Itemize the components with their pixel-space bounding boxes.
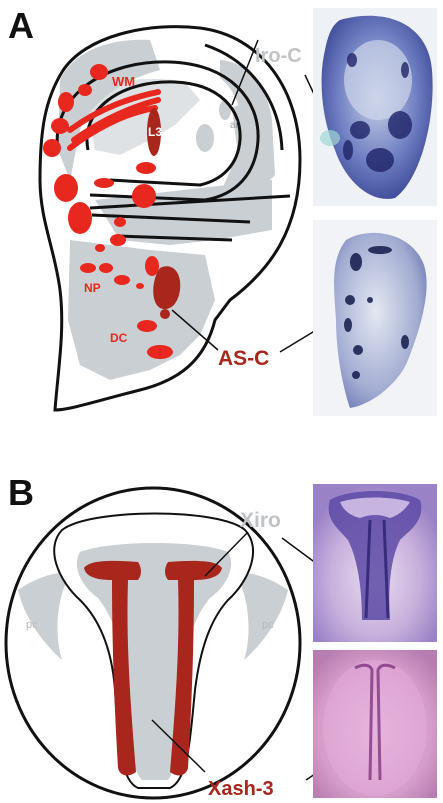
cluster [132, 184, 156, 208]
cluster [145, 256, 159, 276]
gray-region-inner [85, 79, 200, 155]
photo-iro-c [313, 8, 437, 206]
xash3-label: Xash-3 [208, 778, 274, 800]
cluster [136, 162, 156, 174]
panel-a: A [8, 5, 437, 416]
np-label: NP [84, 281, 101, 295]
cluster [95, 244, 105, 252]
panel-b-label: B [8, 472, 34, 513]
cluster [114, 275, 130, 285]
dc-cluster-dark [160, 309, 170, 319]
as-c-label: AS-C [218, 347, 269, 370]
cluster [58, 92, 74, 112]
photo-as-c [313, 220, 437, 416]
neural-plate-schematic: pc pc [6, 488, 300, 798]
photo-xash3 [313, 650, 437, 798]
l3-label: L3 [148, 125, 162, 139]
cluster [78, 84, 92, 96]
cluster [68, 202, 92, 234]
wm-label: WM [112, 74, 135, 89]
cluster [110, 234, 126, 246]
cluster [99, 263, 113, 273]
iro-c-label: Iro-C [255, 45, 302, 67]
cluster [43, 139, 61, 157]
pc-label-left: pc [26, 619, 38, 631]
gray-region-lower [68, 240, 215, 380]
al-label: al [230, 120, 238, 131]
cluster [90, 64, 108, 80]
gray-blob-1 [196, 124, 214, 152]
pc-label-right: pc [262, 619, 274, 631]
panel-a-label: A [8, 5, 34, 46]
photo-xiro [313, 484, 437, 642]
cluster [137, 320, 157, 332]
xiro-label: Xiro [240, 509, 281, 532]
cluster [54, 174, 78, 202]
cluster [147, 345, 173, 359]
cluster [80, 263, 96, 273]
cluster [94, 178, 114, 188]
cluster [136, 283, 144, 289]
cluster [114, 217, 126, 227]
cluster [51, 118, 69, 134]
panel-b: B pc pc Xiro Xash-3 [6, 472, 437, 800]
dc-label: DC [110, 331, 128, 345]
